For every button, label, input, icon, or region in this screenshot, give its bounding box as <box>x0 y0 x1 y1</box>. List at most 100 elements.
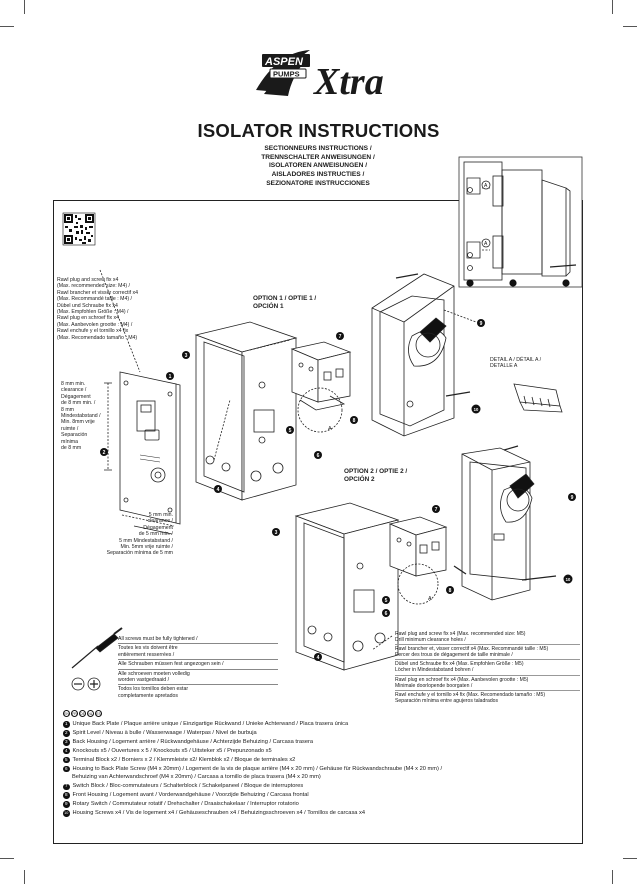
switch-block-1 <box>290 341 352 433</box>
qr-code <box>62 212 96 246</box>
legend-text: Knockouts x5 / Ouvertures x 5 / Knockout… <box>72 747 272 754</box>
svg-text:5: 5 <box>289 428 292 434</box>
detail-line: DETALLE A <box>490 363 518 370</box>
subtitle-line: AISLADORES INSTRUCTIES / <box>271 171 365 179</box>
note-line: Dégagement <box>143 524 173 531</box>
note-line: Rawl enchufe y el tornillo x4 fix (Max. … <box>395 691 546 698</box>
callout-6b: 6 <box>382 609 390 617</box>
note-line: Todos los tornillos deben estar <box>118 686 189 693</box>
legend-number: 2 <box>63 729 70 737</box>
note-line: completamente apretados <box>118 692 178 699</box>
detail-a-drawing <box>513 383 563 413</box>
plug-note-m5: Rawl plug and screw fix x4 (Max. recomme… <box>395 630 580 705</box>
subtitle-line: SECTIONNEURS INSTRUCTIONS / <box>264 145 372 152</box>
svg-text:3: 3 <box>275 530 278 536</box>
note-group: Rawl plug and screw fix x4 (Max. recomme… <box>395 630 580 646</box>
callout-7: 7 <box>336 332 344 340</box>
screwdriver-drawing <box>71 627 123 691</box>
note-line: Löcher in Mindestabstand bohren / <box>395 667 474 674</box>
note-line: Rawl brancher et, visser correctif x4 (M… <box>395 646 549 653</box>
note-group: Rawl plug en schroef fix x4 (Max. Aanbev… <box>395 676 580 691</box>
legend-text: Terminal Block x2 / Borniers x 2 / Klemm… <box>72 756 296 763</box>
crop-mark <box>612 870 613 884</box>
crop-mark <box>24 870 25 884</box>
note-line: Dübel und Schraube fix x4 <box>57 302 118 309</box>
front-housing-2 <box>453 445 557 601</box>
svg-text:7: 7 <box>339 334 342 340</box>
legend-text-continued: Behuizing van Achterwandschroef (M4 x 20… <box>72 774 321 781</box>
option-line: OPCIÓN 1 <box>253 303 284 310</box>
legend-text: Switch Block / Bloc-commutateurs / Schal… <box>72 783 304 790</box>
option-1-label: OPTION 1 / OPTIE 1 / OPCIÓN 1 <box>253 295 316 311</box>
legend-text: Unique Back Plate / Plaque arrière uniqu… <box>72 721 349 727</box>
note-line: 8 mm <box>61 406 74 413</box>
note-line: de 5 mm min. / <box>138 531 173 538</box>
callout-10b: 10 <box>563 574 573 584</box>
note-line: Min. 5mm vrije ruimte / <box>120 544 173 551</box>
legend-text: Housing to Back Plate Screw (M4 x 20mm) … <box>72 765 443 772</box>
detail-box-drawing <box>458 156 583 288</box>
crop-mark <box>24 0 25 14</box>
language-es-icon: ES <box>95 710 102 717</box>
svg-text:A: A <box>484 183 488 189</box>
note-line: Rawl plug and screw fix x4 (Max. recomme… <box>395 631 526 637</box>
product-name: Xtra <box>313 61 384 103</box>
leader-line <box>99 269 141 373</box>
legend-number: 6 <box>63 765 70 773</box>
svg-text:6: 6 <box>317 453 320 459</box>
svg-text:8: 8 <box>449 588 452 594</box>
callout-8b: 8 <box>446 586 454 594</box>
callout-1: 1 <box>166 372 174 380</box>
legend-number: 3 <box>63 738 70 746</box>
note-line: (Max. Recommandé taille : M4) / <box>57 296 132 303</box>
note-line: ruimte / <box>61 425 79 432</box>
svg-text:8: 8 <box>353 418 356 424</box>
callout-5: 5 <box>286 426 294 434</box>
note-line: Rawl enchufe y el tornillo x4 fix <box>57 328 129 335</box>
back-plate-drawing <box>104 371 181 535</box>
callout-2: 2 <box>100 448 108 456</box>
front-housing-1 <box>371 273 477 437</box>
crop-mark <box>0 26 14 27</box>
note-line: Separación <box>61 432 88 439</box>
note-line: Toutes les vis doivent être <box>118 645 178 652</box>
option-line: OPTION 1 / OPTIE 1 / <box>253 295 317 302</box>
note-line: (Max. Aanbevolen grootte : M4) / <box>57 321 133 328</box>
svg-text:6: 6 <box>385 611 388 617</box>
legend-number: 9 <box>63 801 70 808</box>
subtitle-line: TRENNSCHALTER ANWEISUNGEN / <box>261 153 375 161</box>
screws-note: All screws must be fully tightened / Tou… <box>118 635 278 700</box>
legend-number: 8 <box>63 792 70 799</box>
svg-text:4: 4 <box>217 487 220 493</box>
svg-text:A: A <box>484 241 488 247</box>
note-line: Rawl plug and screw fix x4 <box>57 277 119 283</box>
legend-text: Front Housing / Logement avant / Vorderw… <box>72 792 309 799</box>
callout-9: 9 <box>477 319 485 327</box>
option-2-label: OPTION 2 / OPTIE 2 / OPCIÓN 2 <box>344 468 407 484</box>
detail-a-label: A <box>428 596 432 602</box>
note-line: Min. 8mm vrije <box>61 419 95 426</box>
svg-text:3: 3 <box>185 353 188 359</box>
page-title: ISOLATOR INSTRUCTIONS <box>197 120 440 141</box>
language-nl-icon: NL <box>87 710 94 717</box>
note-line: mínima <box>61 438 79 445</box>
diagram-frame <box>53 200 583 844</box>
legend-number: 10 <box>63 810 70 817</box>
option-line: OPCIÓN 2 <box>344 476 375 483</box>
note-line: Rawl brancher et visser correctif x4 <box>57 289 139 296</box>
svg-text:9: 9 <box>571 495 574 501</box>
crop-mark <box>0 858 14 859</box>
